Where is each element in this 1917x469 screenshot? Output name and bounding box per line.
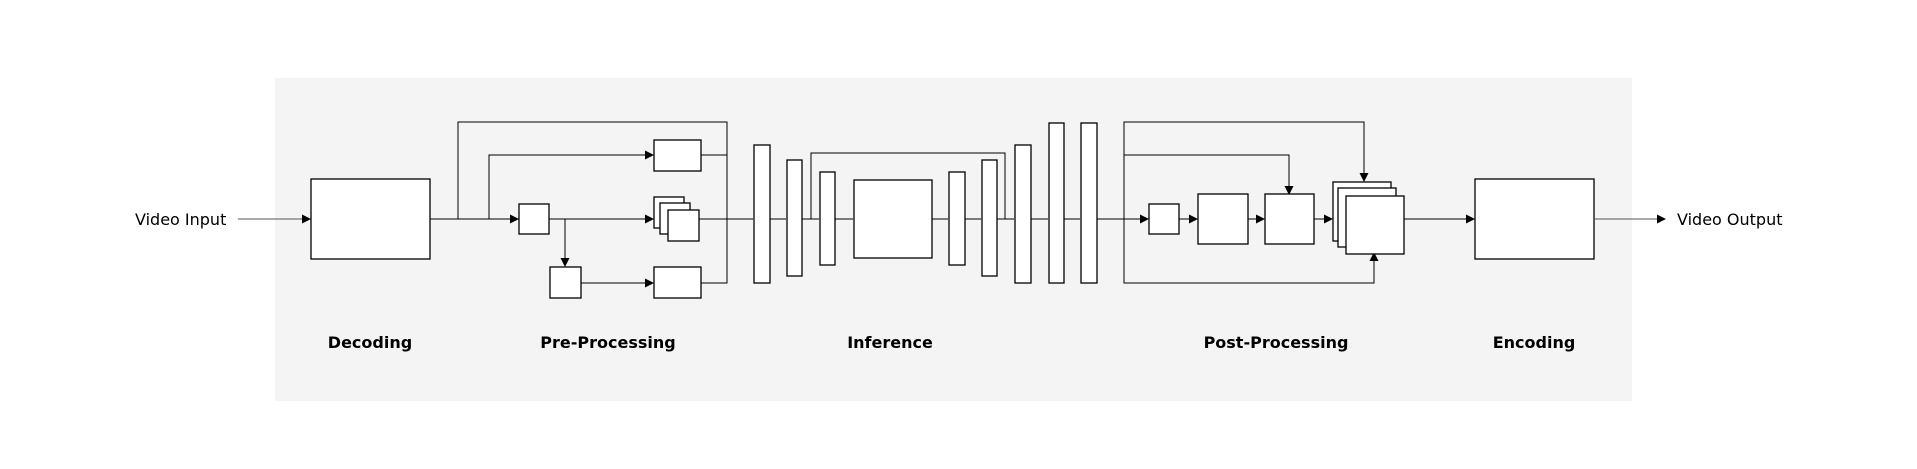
preprocess-stacked-boxes xyxy=(653,196,700,242)
postprocess-mid-loop-wire xyxy=(1124,154,1294,195)
inference-core-box xyxy=(853,179,933,259)
preprocess-bypass-wire xyxy=(457,121,728,219)
inference-layer-3 xyxy=(819,171,836,266)
inference-layer-4 xyxy=(948,171,966,266)
inference-layer-8 xyxy=(1080,122,1098,284)
preprocess-top-box xyxy=(653,139,702,172)
inference-layer-2 xyxy=(786,159,803,277)
inference-layer-6 xyxy=(1014,144,1032,284)
inference-layer-7 xyxy=(1048,122,1065,284)
preprocess-lower-small-box xyxy=(549,266,582,299)
preprocess-top-branch-wire xyxy=(488,150,654,219)
stage-label-inference: Inference xyxy=(847,333,933,352)
preprocess-bottom-out-wire xyxy=(701,219,728,284)
stage-label-decoding: Decoding xyxy=(328,333,412,352)
inference-skip-wire xyxy=(810,152,1006,219)
stage-label-encoding: Encoding xyxy=(1493,333,1576,352)
postprocess-box-2 xyxy=(1264,193,1315,245)
postprocess-bottom-loop-wire xyxy=(1123,219,1379,284)
postprocess-small-box xyxy=(1148,203,1180,235)
preprocess-bottom-box xyxy=(653,266,702,299)
video-input-label: Video Input xyxy=(135,210,226,229)
inference-layer-5 xyxy=(981,159,998,277)
inference-layer-1 xyxy=(753,144,771,284)
encoder-box xyxy=(1474,178,1595,260)
stage-label-postprocessing: Post-Processing xyxy=(1204,333,1349,352)
postprocess-stacked-boxes xyxy=(1332,181,1405,255)
postprocess-top-loop-wire xyxy=(1123,121,1369,219)
video-output-label: Video Output xyxy=(1677,210,1783,229)
preprocess-small-box xyxy=(518,203,550,235)
postprocess-box-1 xyxy=(1197,193,1249,245)
decoder-box xyxy=(310,178,431,260)
stage-label-preprocessing: Pre-Processing xyxy=(540,333,675,352)
